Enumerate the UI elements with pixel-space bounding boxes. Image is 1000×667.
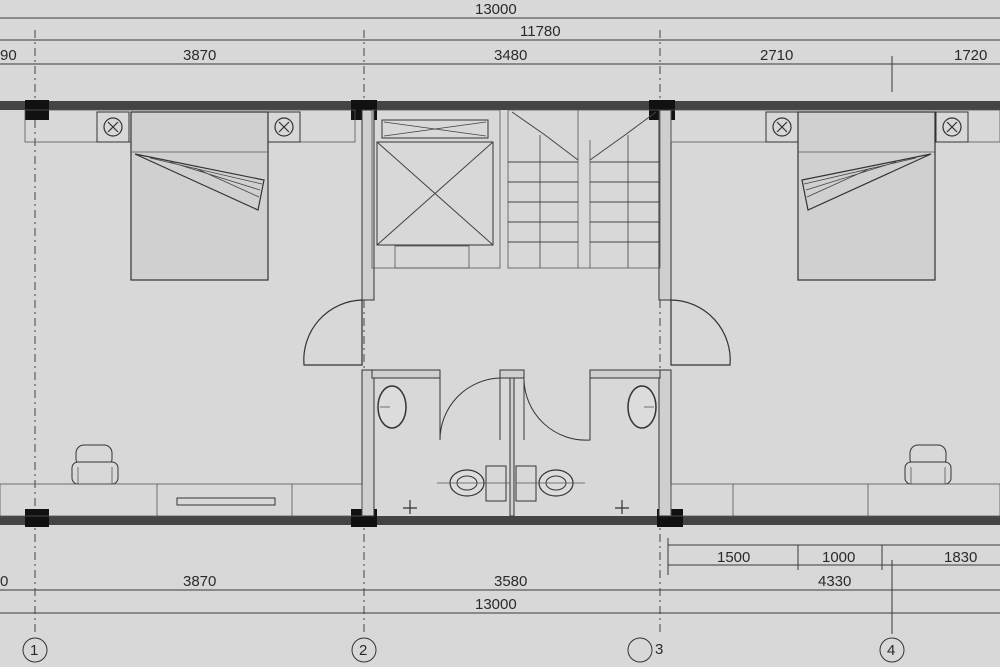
left-bedroom [0, 109, 363, 517]
elevator-icon [371, 109, 501, 269]
door-swing-right [670, 299, 731, 366]
dim-bottom-overall: 13000 [475, 596, 517, 613]
dim-bottom-right-total: 4330 [818, 573, 851, 590]
sink-icon [377, 385, 407, 429]
door-swing-left [303, 299, 363, 366]
axis-label-1: 1 [30, 642, 38, 659]
bathroom-left [377, 377, 510, 514]
axis-label-2: 2 [359, 642, 367, 659]
dim-bottom-right-b: 1000 [822, 549, 855, 566]
dim-top-overall: 13000 [475, 1, 517, 18]
dim-top-seg-2: 3480 [494, 47, 527, 64]
top-wall [0, 101, 1000, 110]
sink-icon [627, 385, 657, 429]
drawer-icon [176, 497, 276, 506]
interior-walls [361, 109, 672, 517]
staircase-icon [507, 109, 661, 269]
nightstand-lamp-icon [765, 111, 799, 143]
axis-bubble-2 [351, 637, 377, 663]
axis-markers: 1 2 3 4 [22, 637, 905, 663]
axis-label-3: 3 [655, 641, 663, 658]
structural-columns [25, 100, 683, 527]
floor-drain-icon [615, 500, 629, 514]
nightstand-lamp-icon [267, 111, 301, 143]
top-dimensions: 13000 11780 90 3870 3480 2710 1720 [0, 1, 1000, 92]
double-bed-icon [797, 111, 936, 281]
dim-top-seg-4: 1720 [954, 47, 987, 64]
double-bed-icon [130, 111, 269, 281]
dim-top-inner: 11780 [520, 23, 561, 40]
axis-bubble-1 [22, 637, 48, 663]
axis-label-4: 4 [887, 642, 895, 659]
dim-bottom-right-a: 1500 [717, 549, 750, 566]
nightstand-lamp-icon [935, 111, 969, 143]
bottom-wall [0, 516, 1000, 525]
desk-counter [670, 483, 1000, 517]
dim-bottom-seg-1: 3870 [183, 573, 216, 590]
axis-bubble-4 [879, 637, 905, 663]
toilet-icon [515, 465, 585, 502]
chair-icon [904, 444, 952, 485]
axis-bubble-3 [627, 637, 653, 663]
desk-counter [0, 483, 363, 517]
bottom-dimensions: 1500 1000 1830 0 3870 3580 4330 13000 [0, 538, 1000, 614]
dim-top-seg-1: 3870 [183, 47, 216, 64]
right-bedroom [670, 109, 1000, 517]
chair-icon [71, 444, 119, 485]
dim-bottom-left-partial: 0 [0, 573, 8, 590]
grid-axes [34, 30, 893, 634]
bathroom-right [515, 377, 657, 514]
dim-bottom-right-c: 1830 [944, 549, 977, 566]
dim-top-left-partial: 90 [0, 47, 17, 64]
dim-top-seg-3: 2710 [760, 47, 793, 64]
floor-drain-icon [403, 500, 417, 514]
dim-bottom-seg-2: 3580 [494, 573, 527, 590]
toilet-icon [437, 465, 510, 502]
nightstand-lamp-icon [96, 111, 130, 143]
